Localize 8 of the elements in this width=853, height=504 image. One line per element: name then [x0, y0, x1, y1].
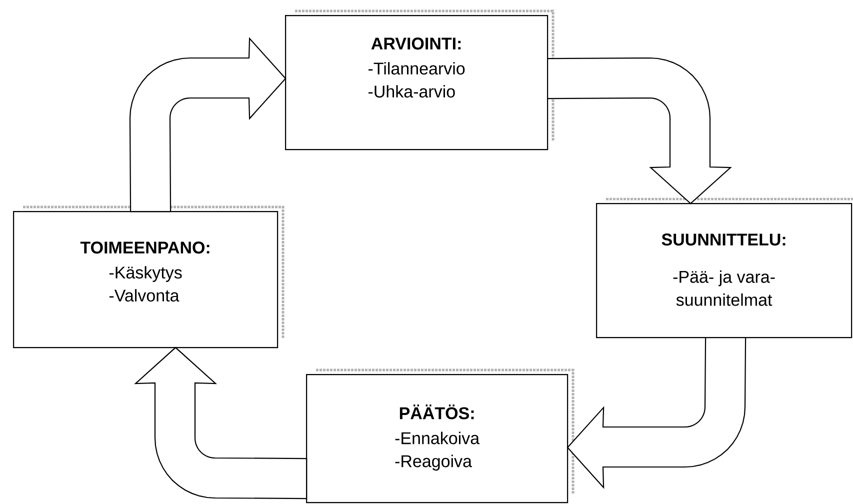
block-arrow — [566, 337, 746, 490]
process-box: ARVIOINTI: -Tilannearvio -Uhka-arvio — [285, 15, 548, 150]
process-box: SUUNNITTELU: -Pää- ja vara- suunnitelmat — [596, 203, 852, 338]
block-arrow — [134, 346, 308, 500]
process-box: TOIMEENPANO: -Käskytys -Valvonta — [13, 211, 278, 348]
block-arrow — [129, 37, 286, 212]
process-box: PÄÄTÖS: -Ennakoiva -Reagoiva — [306, 374, 568, 504]
block-arrow — [547, 57, 732, 204]
